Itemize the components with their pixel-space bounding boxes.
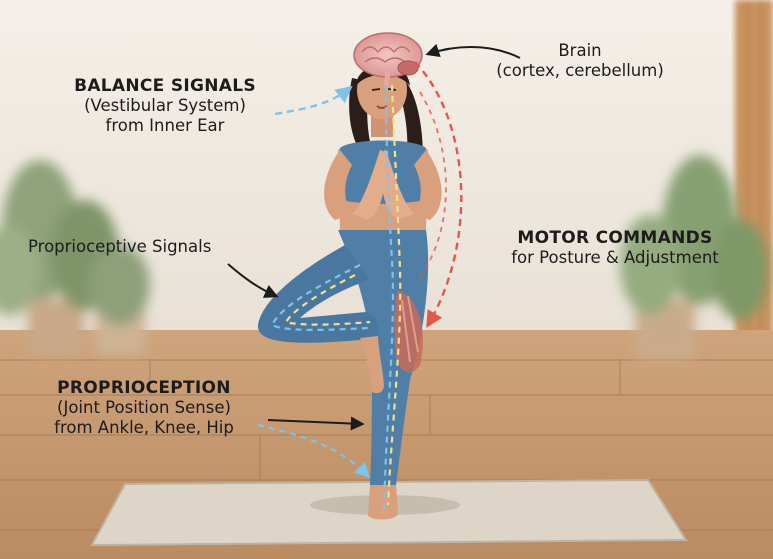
proprioceptive-signals-label: Proprioceptive Signals (28, 237, 268, 257)
proprioception-label: PROPRIOCEPTION (Joint Position Sense) fr… (24, 378, 264, 438)
proprioceptive-signals-arrow (227, 263, 279, 298)
plant-left (0, 160, 150, 355)
neural-pathways (270, 84, 402, 511)
nerve-path-bent-leg (284, 274, 371, 326)
balance-signals-label: BALANCE SIGNALS (Vestibular System) from… (30, 76, 300, 136)
motor-commands-line1: for Posture & Adjustment (511, 248, 719, 268)
proprioception-title: PROPRIOCEPTION (57, 378, 231, 398)
motor-commands-label: MOTOR COMMANDS for Posture & Adjustment (484, 228, 746, 268)
motor-command-arrow (414, 61, 463, 328)
balance-signals-line2: from Inner Ear (105, 116, 225, 136)
balance-signals-line1: (Vestibular System) (84, 96, 246, 116)
balance-signals-title: BALANCE SIGNALS (74, 76, 256, 96)
brain-title: Brain (558, 41, 602, 60)
motor-commands-title: MOTOR COMMANDS (517, 228, 713, 248)
proprioception-blue-arrow (257, 423, 371, 479)
brain-label: Brain (cortex, cerebellum) (480, 41, 680, 81)
brain-pointer-arrow (425, 43, 521, 59)
motor-command-path-inner (417, 91, 447, 281)
sensory-path-bent-leg (270, 264, 369, 331)
balance-signal-arrow (274, 85, 353, 116)
brain-line1: (cortex, cerebellum) (496, 60, 664, 80)
plant-right (620, 155, 768, 360)
proprioception-line2: from Ankle, Knee, Hip (54, 418, 234, 438)
nerve-path-spine (386, 84, 402, 506)
proprioception-line1: (Joint Position Sense) (57, 398, 231, 418)
proprioception-pointer-arrow (267, 416, 365, 431)
proprioceptive-signals-title: Proprioceptive Signals (28, 237, 212, 256)
brain-illustration (353, 32, 423, 89)
